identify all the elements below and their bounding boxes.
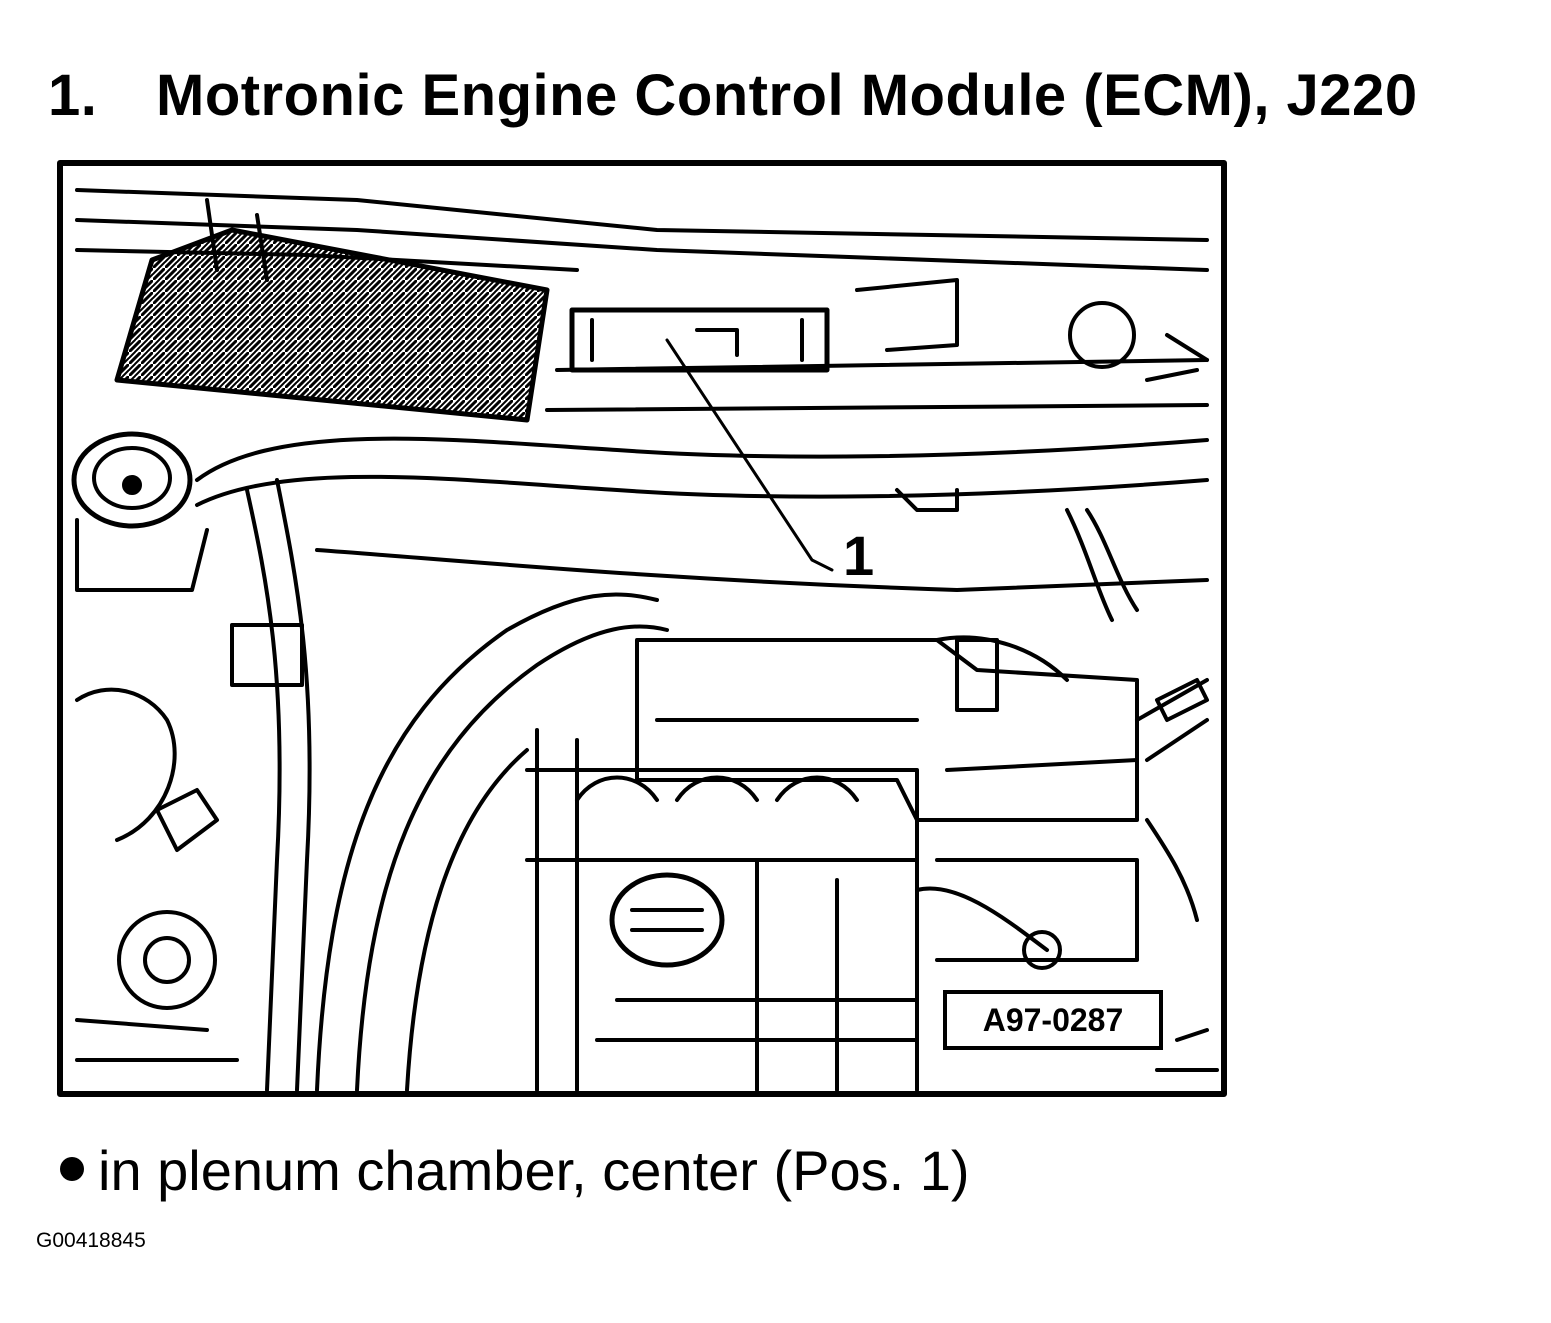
section-number: 1. [48,63,98,128]
location-note-text: in plenum chamber, center (Pos. 1) [98,1139,970,1202]
figure-reference-code: A97-0287 [943,990,1163,1050]
document-id: G00418845 [36,1229,146,1252]
section-heading: 1. Motronic Engine Control Module (ECM), … [48,62,1418,129]
callout-label-1: 1 [843,524,875,587]
engine-bay-illustration [57,160,1227,1097]
section-title: Motronic Engine Control Module (ECM), J2… [156,63,1418,128]
location-note: in plenum chamber, center (Pos. 1) [60,1138,970,1203]
bullet-icon [60,1157,84,1182]
